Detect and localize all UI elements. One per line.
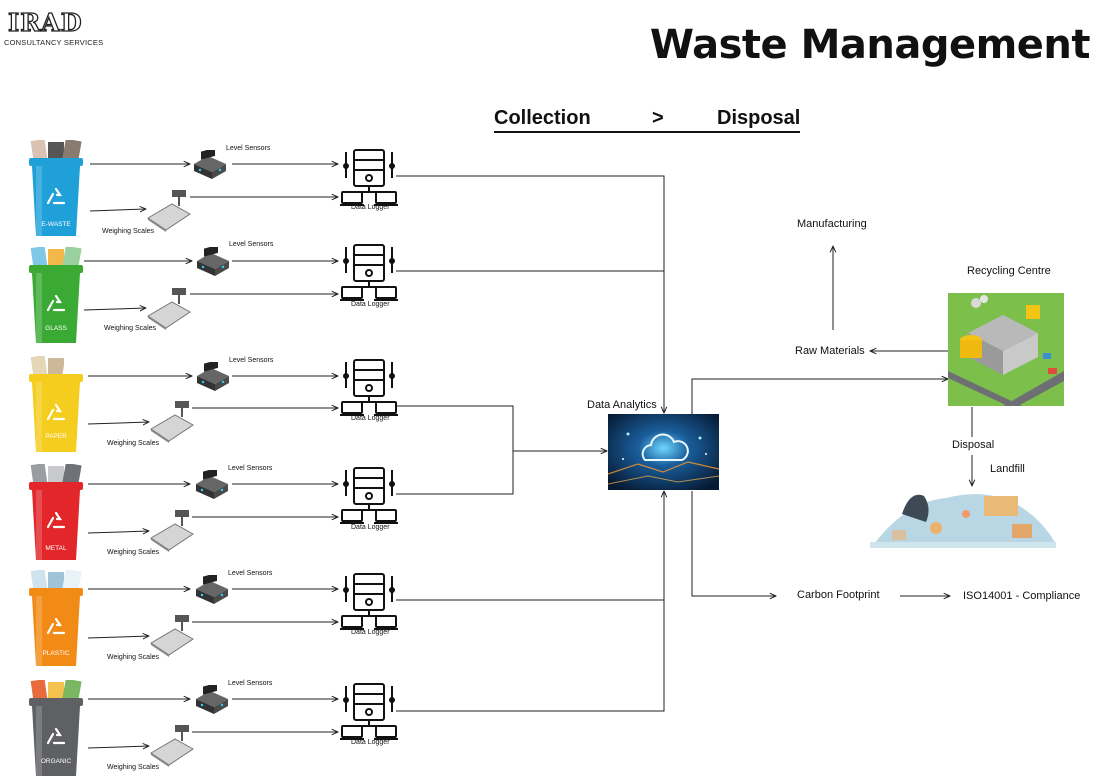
paper-bin-icon: [26, 354, 86, 457]
level-sensors-label: Level Sensors: [229, 357, 274, 364]
subtitle-collection: Collection: [494, 107, 591, 129]
bin-to-scale-arrow: [89, 209, 146, 211]
data-logger-label: Data Logger: [351, 415, 390, 422]
data-logger-icon: [340, 682, 400, 745]
weighing-scale-icon: [149, 725, 195, 772]
weighing-scales-label: Weighing Scales: [102, 228, 155, 235]
iso-compliance-label: ISO14001 - Compliance: [963, 590, 1081, 602]
recycling-centre-label: Recycling Centre: [967, 265, 1051, 277]
data-logger-label: Data Logger: [351, 629, 390, 636]
subtitle: Collection > Disposal: [494, 107, 800, 133]
data-logger-icon: [340, 572, 400, 635]
level-sensors-label: Level Sensors: [228, 570, 273, 577]
logo-name: IRAD: [7, 7, 83, 37]
subtitle-disposal: Disposal: [717, 107, 801, 129]
bin-to-scale-arrow: [87, 636, 149, 638]
level-sensor-icon: [195, 244, 231, 282]
bin-row-ewaste: E-WASTE Level Sensors Weighing Scales Da…: [0, 138, 410, 241]
level-sensor-icon: [195, 359, 231, 397]
weighing-scales-label: Weighing Scales: [107, 764, 160, 771]
ewaste-bin-icon: [26, 138, 86, 241]
bin-row-plastic: PLASTIC Level Sensors Weighing Scales Da…: [0, 566, 410, 666]
bin-to-scale-arrow: [87, 531, 149, 533]
data-logger-label: Data Logger: [351, 204, 390, 211]
weighing-scale-icon: [149, 510, 195, 557]
disposal-label: Disposal: [952, 439, 995, 451]
bin-row-organic: ORGANIC Level Sensors Weighing Scales Da…: [0, 676, 410, 776]
page-title: Waste Management: [649, 22, 1091, 68]
weighing-scale-icon: [149, 401, 195, 448]
data-logger-icon: [340, 358, 400, 421]
bin-label: GLASS: [45, 325, 67, 332]
raw-materials-label: Raw Materials: [795, 345, 865, 357]
logo-tagline: CONSULTANCY SERVICES: [4, 38, 104, 47]
weighing-scales-label: Weighing Scales: [107, 549, 160, 556]
level-sensors-label: Level Sensors: [226, 145, 271, 152]
manufacturing-label: Manufacturing: [797, 218, 867, 230]
company-logo: IRAD CONSULTANCY SERVICES: [4, 7, 103, 50]
level-sensors-label: Level Sensors: [229, 241, 274, 248]
data-logger-icon: [340, 243, 400, 306]
level-sensors-label: Level Sensors: [228, 680, 273, 687]
organic-bin-icon: [26, 678, 86, 781]
metal-bin-icon: [26, 462, 86, 565]
bin-label: METAL: [45, 545, 67, 552]
subtitle-separator: >: [652, 107, 664, 129]
flow-lines: [396, 175, 972, 712]
data-logger-icon: [340, 466, 400, 529]
data-logger-label: Data Logger: [351, 301, 390, 308]
data-analytics-cloud-icon: [607, 414, 720, 490]
glass-bin-icon: [26, 245, 86, 348]
level-sensor-icon: [194, 572, 230, 610]
recycling-centre-image: [948, 293, 1064, 406]
bin-label: PLASTIC: [42, 650, 70, 657]
weighing-scale-icon: [146, 288, 192, 335]
bin-to-scale-arrow: [87, 746, 149, 748]
bin-to-scale-arrow: [87, 422, 149, 424]
data-logger-label: Data Logger: [351, 524, 390, 531]
data-logger-label: Data Logger: [351, 739, 390, 746]
level-sensors-label: Level Sensors: [228, 465, 273, 472]
level-sensor-icon: [192, 147, 228, 185]
carbon-footprint-label: Carbon Footprint: [797, 589, 880, 601]
weighing-scale-icon: [146, 190, 192, 237]
plastic-bin-icon: [26, 568, 86, 671]
bin-row-metal: METAL Level Sensors Weighing Scales Data…: [0, 458, 410, 560]
data-logger-icon: [340, 148, 400, 211]
weighing-scale-icon: [149, 615, 195, 662]
level-sensor-icon: [194, 467, 230, 505]
bin-label: ORGANIC: [40, 758, 72, 765]
bin-row-glass: GLASS Level Sensors Weighing Scales Data…: [0, 237, 410, 343]
bin-label: PAPER: [45, 433, 67, 440]
weighing-scales-label: Weighing Scales: [104, 325, 157, 332]
bin-to-scale-arrow: [83, 308, 146, 310]
data-analytics-label: Data Analytics: [587, 399, 657, 411]
bin-row-paper: PAPER Level Sensors Weighing Scales Data…: [0, 350, 410, 452]
weighing-scales-label: Weighing Scales: [107, 654, 160, 661]
bin-label: E-WASTE: [41, 221, 71, 228]
landfill-image: [866, 484, 1060, 550]
landfill-label: Landfill: [990, 463, 1025, 475]
weighing-scales-label: Weighing Scales: [107, 440, 160, 447]
level-sensor-icon: [194, 682, 230, 720]
